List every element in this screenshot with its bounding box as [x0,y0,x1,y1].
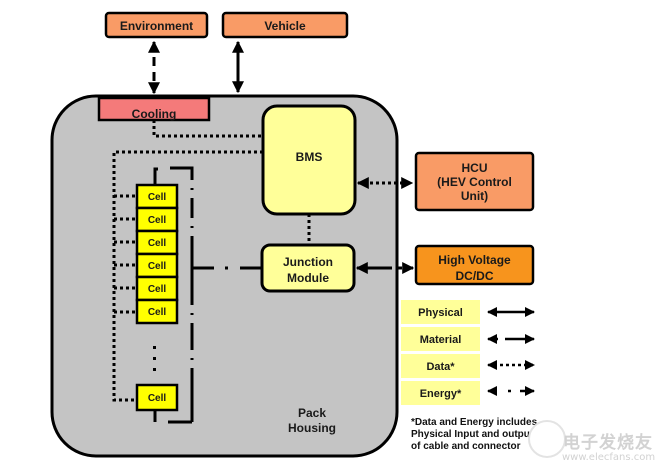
vehicle-label: Vehicle [264,19,306,33]
hv-label-line1: High Voltage [438,253,511,267]
cell[interactable]: Cell [135,383,179,412]
svg-text:Material: Material [420,334,462,346]
bms-cells-data-line [112,150,263,402]
high-voltage-dcdc-box[interactable]: High Voltage DC/DC [414,244,535,286]
cell-ellipsis [153,346,156,371]
legend-item-energy: Energy* [401,381,535,405]
junction-label-line1: Junction [283,255,333,269]
hcu-box[interactable]: HCU (HEV Control Unit) [414,151,535,212]
footnote: *Data and Energy includes Physical Input… [411,417,538,452]
environment-label: Environment [120,19,193,33]
svg-text:Energy*: Energy* [420,388,462,400]
svg-text:Physical: Physical [418,307,463,319]
svg-text:Cell: Cell [148,215,167,226]
watermark-text: 电子发烧友 [563,433,653,453]
watermark-url: www.elecfans.com [562,452,656,463]
hcu-label-line3: Unit) [461,189,488,203]
hv-label-line2: DC/DC [456,269,494,283]
vehicle-box[interactable]: Vehicle [221,11,349,39]
svg-text:Cell: Cell [148,238,167,249]
environment-box[interactable]: Environment [104,11,209,39]
cell[interactable]: Cell [135,183,179,210]
cooling-label: Cooling [132,107,177,121]
svg-text:Cell: Cell [148,261,167,272]
legend-item-physical: Physical [401,300,535,324]
hcu-label-line1: HCU [462,161,488,175]
bms-label: BMS [296,150,323,164]
svg-text:Cell: Cell [148,393,167,404]
svg-text:Cell: Cell [148,192,167,203]
watermark-logo-icon [528,420,566,458]
cell-data-taps [114,194,137,314]
cell[interactable]: Cell [135,206,179,233]
cell[interactable]: Cell [135,275,179,302]
legend-item-material: Material [401,327,535,351]
svg-text:Data*: Data* [426,361,455,373]
svg-text:Cell: Cell [148,307,167,318]
cell[interactable]: Cell [135,252,179,279]
hcu-label-line2: (HEV Control [437,175,512,189]
cooling-box[interactable]: Cooling [97,96,211,122]
legend-item-data: Data* [401,354,535,378]
svg-text:Cell: Cell [148,284,167,295]
junction-label-line2: Module [287,271,329,285]
bms-box[interactable]: BMS [261,104,357,216]
cell[interactable]: Cell [135,229,179,256]
junction-module-box[interactable]: Junction Module [260,243,356,293]
energy-bus [153,166,262,424]
legend: Physical Material Data* Energy* [401,300,535,405]
pack-housing-label-line2: Housing [288,421,336,435]
cell-stack: Cell Cell Cell Cell Cell Cell Cell [135,183,179,412]
pack-housing-label-line1: Pack [298,406,326,420]
cell[interactable]: Cell [135,298,179,325]
